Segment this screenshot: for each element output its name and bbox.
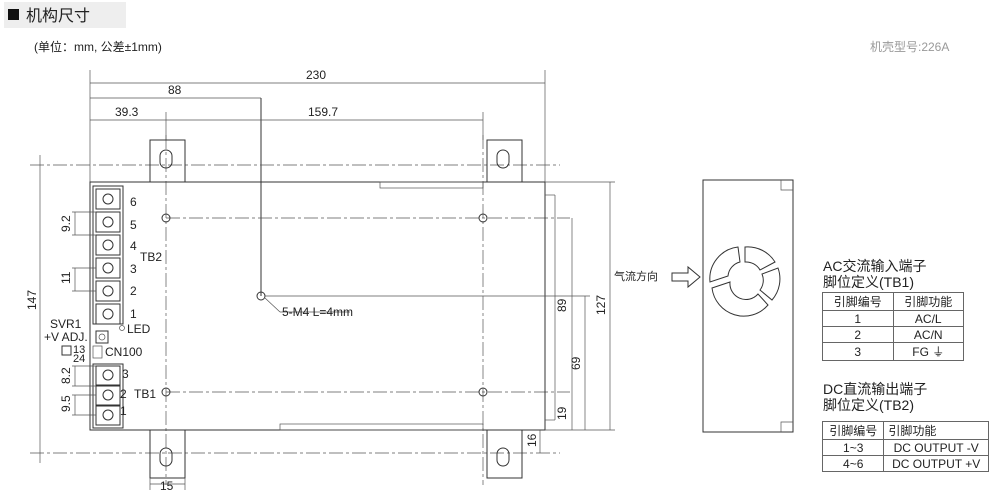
airflow-arrow-icon	[671, 265, 701, 289]
dim-230: 230	[306, 68, 326, 82]
dim-9-5: 9.5	[59, 395, 73, 412]
dim-88: 88	[168, 83, 182, 97]
tb1-pin-label: 2	[120, 387, 127, 401]
title-bar	[4, 2, 126, 28]
svr1-label: SVR1	[50, 317, 82, 331]
ac-table-title-line1: AC交流输入端子	[823, 258, 927, 274]
pin-no: 2	[822, 326, 894, 343]
tb2-label: TB2	[140, 250, 162, 264]
dim-15: 15	[160, 479, 174, 493]
tb1-pin-label: 1	[120, 404, 127, 418]
section-title: 机构尺寸	[26, 7, 90, 25]
dim-11: 11	[59, 271, 73, 284]
tb2-pin-label: 2	[130, 284, 137, 298]
pin-no: 1~3	[821, 439, 885, 456]
svr1-potentiometer	[95, 330, 109, 344]
dim-147: 147	[25, 290, 39, 310]
case-model: 机壳型号:226A	[870, 40, 949, 54]
dim-89: 89	[555, 298, 569, 312]
side-view	[702, 179, 794, 433]
led-label: LED	[127, 322, 151, 336]
dim-69: 69	[569, 356, 583, 370]
units-note: (单位：mm, 公差±1mm)	[34, 39, 162, 54]
tb2-pin-label: 6	[130, 195, 137, 209]
dim-39-3: 39.3	[115, 105, 139, 119]
tb1-pin-label: 3	[122, 367, 129, 381]
ac-table-title: AC交流输入端子脚位定义(TB1)	[823, 258, 926, 290]
pin-function: AC/N	[892, 326, 964, 343]
screw-spec: 5-M4 L=4mm	[282, 305, 353, 319]
tb2-terminal-block: 6 5 4 3 2 1 TB2	[92, 185, 162, 325]
dim-159-7: 159.7	[308, 105, 338, 119]
vadj-label: +V ADJ.	[44, 330, 88, 344]
dim-9-2: 9.2	[59, 215, 73, 232]
top-dimensions: 230 88 39.3 159.7	[89, 68, 546, 296]
pin-function: DC OUTPUT -V	[883, 439, 989, 456]
dim-8-2: 8.2	[59, 367, 73, 384]
dc-table-title-line1: DC直流输出端子	[823, 381, 928, 397]
pin-no: 1	[822, 310, 894, 327]
cn100-label: CN100	[105, 345, 143, 359]
header-cell: 引脚编号	[821, 421, 885, 440]
cn100-connector-icon	[61, 345, 72, 356]
tb1-terminal-block: 3 2 1 TB1	[92, 363, 156, 429]
pin-function: DC OUTPUT +V	[883, 455, 989, 472]
cn100-pins-13: 13	[73, 344, 85, 356]
dim-127: 127	[594, 295, 608, 315]
pin-no: 3	[822, 342, 894, 361]
header-cell: 引脚功能	[883, 421, 989, 440]
airflow-label: 气流方向	[614, 269, 658, 283]
ac-table-title-line2: 脚位定义(TB1)	[823, 274, 914, 290]
pin-no: 4~6	[821, 455, 885, 472]
tb2-pin-label: 3	[130, 262, 137, 276]
pin-function: AC/L	[892, 310, 964, 327]
tb2-pin-label: 4	[130, 239, 137, 253]
tb1-label: TB1	[134, 387, 156, 401]
dim-19: 19	[555, 406, 569, 420]
tb2-pin-label: 5	[130, 218, 137, 232]
tb2-pin-label: 1	[130, 307, 137, 321]
bullet-square-icon	[8, 9, 19, 20]
dc-table-title-line2: 脚位定义(TB2)	[823, 397, 914, 413]
header-cell: 引脚编号	[822, 292, 894, 311]
pin-function: FG ⏚	[892, 342, 964, 361]
dim-16: 16	[525, 433, 539, 447]
mounting-holes	[161, 213, 488, 397]
cn100-pins-24: 24	[73, 353, 85, 365]
header-cell: 引脚功能	[892, 292, 964, 311]
dc-table-title: DC直流输出端子脚位定义(TB2)	[823, 381, 927, 413]
